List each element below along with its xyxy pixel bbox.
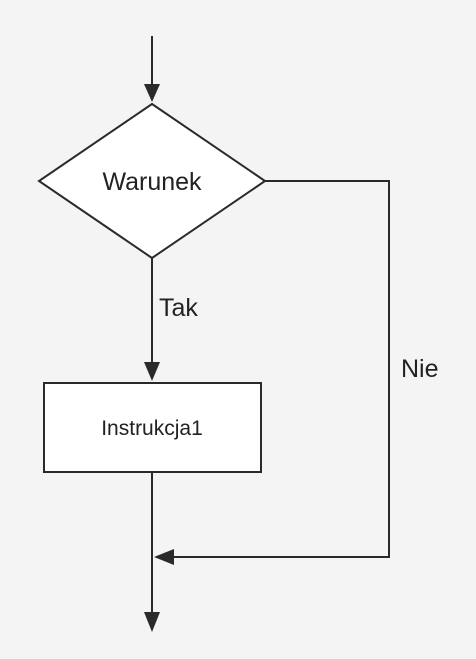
process-box <box>43 382 262 473</box>
yes-branch-arrowhead <box>144 362 160 381</box>
no-branch-line <box>172 180 390 558</box>
decision-label: Warunek <box>102 168 202 196</box>
yes-branch-label: Tak <box>159 294 198 322</box>
no-branch-label: Nie <box>401 355 439 383</box>
process-label: Instrukcja1 <box>101 417 203 440</box>
entry-arrowhead <box>144 84 160 102</box>
no-branch-arrowhead <box>154 549 174 565</box>
exit-arrowhead <box>144 612 160 632</box>
